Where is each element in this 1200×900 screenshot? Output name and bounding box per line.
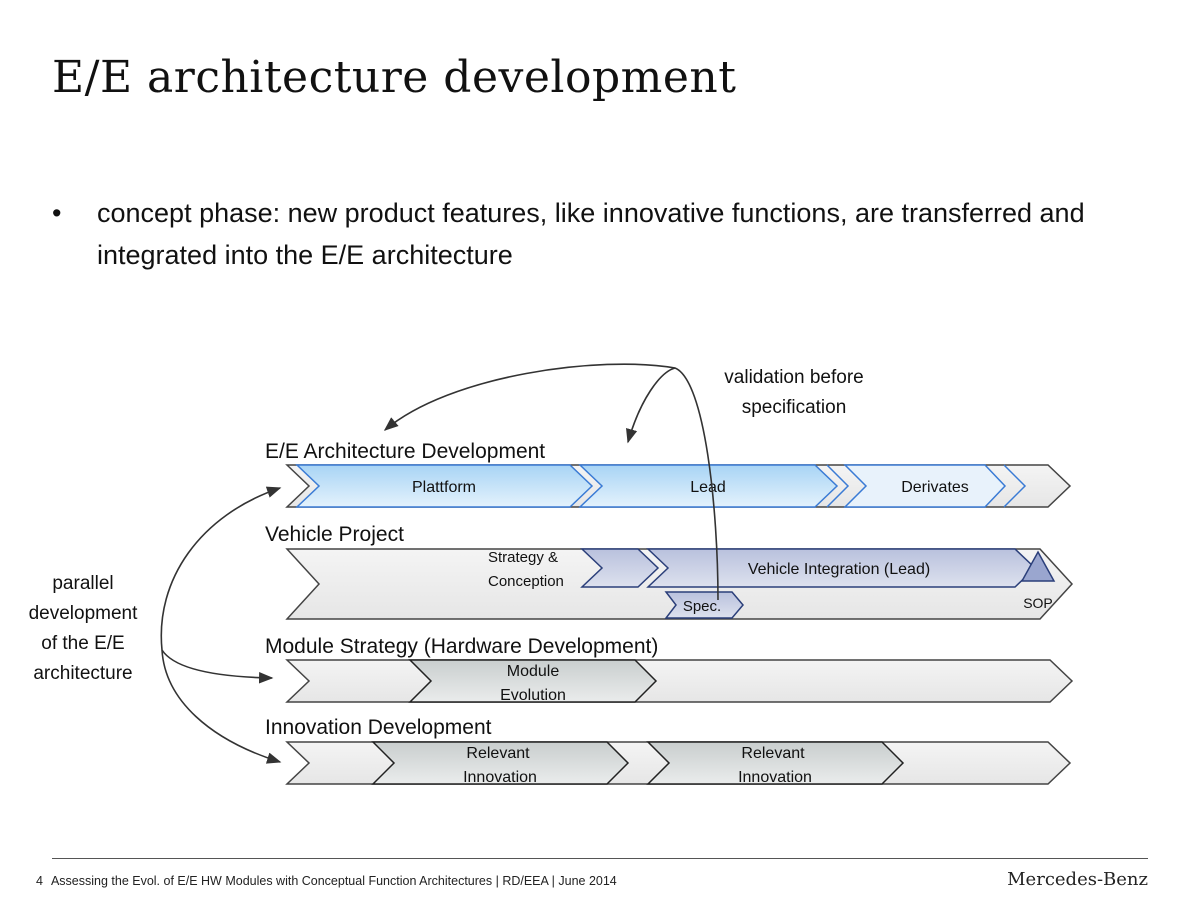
slide-title: E/E architecture development — [52, 52, 737, 103]
phase-strategy-label-1: Strategy & — [488, 549, 558, 566]
phase-vehicle-integration — [646, 548, 1037, 588]
phase-innovation-2-label-1: Relevant — [741, 745, 805, 762]
phase-spec-label: Spec. — [683, 598, 721, 615]
phase-chevron-2 — [1003, 464, 1027, 508]
lane-title-vehicle: Vehicle Project — [265, 523, 404, 546]
phase-innovation-1 — [371, 741, 630, 785]
phase-strategy-conception — [580, 548, 660, 588]
footer: 4 Assessing the Evol. of E/E HW Modules w… — [36, 874, 617, 888]
lane-title-ee: E/E Architecture Development — [265, 440, 545, 463]
bullet-dot-icon: • — [52, 198, 62, 228]
validation-label-1: validation before — [724, 367, 863, 388]
phase-plattform-label: Plattform — [412, 479, 476, 496]
sop-label: SOP — [1023, 595, 1053, 611]
validation-label-2: specification — [742, 397, 847, 418]
footer-caption: Assessing the Evol. of E/E HW Modules wi… — [50, 874, 617, 888]
lane-title-innovation: Innovation Development — [265, 716, 492, 739]
sop-milestone-icon — [1020, 550, 1056, 582]
parallel-arrow-to-innovation — [161, 649, 282, 764]
brand-logo: Mercedes-Benz — [1007, 869, 1148, 890]
phase-innovation-1-label-2: Innovation — [463, 769, 537, 786]
parallel-arrow-to-module — [161, 649, 274, 684]
phase-spec — [664, 591, 744, 619]
lane-arrow-module — [285, 659, 1074, 703]
validation-arrow-to-lead — [626, 367, 676, 444]
phase-strategy-label-2: Conception — [488, 573, 564, 590]
phase-module-label-2: Evolution — [500, 687, 566, 704]
phase-module-evolution — [408, 659, 658, 703]
parallel-arrow-to-ee — [160, 486, 282, 651]
phase-module-label-1: Module — [507, 663, 560, 680]
parallel-label-2: development — [29, 603, 139, 624]
phase-innovation-1-label-1: Relevant — [466, 745, 530, 762]
phase-chevron-1 — [826, 464, 850, 508]
page-number: 4 — [36, 874, 43, 888]
phase-lead-label: Lead — [690, 479, 726, 496]
phase-derivates-label: Derivates — [901, 479, 969, 496]
lane-title-module: Module Strategy (Hardware Development) — [265, 635, 658, 658]
phase-innovation-2 — [646, 741, 905, 785]
parallel-label-1: parallel — [52, 573, 113, 594]
phase-derivates — [843, 464, 1007, 508]
footer-divider — [52, 858, 1148, 859]
bullet-list: • concept phase: new product features, l… — [52, 192, 1112, 276]
phase-vehicle-integration-label: Vehicle Integration (Lead) — [748, 561, 930, 578]
parallel-label-4: architecture — [33, 663, 132, 684]
phase-innovation-2-label-2: Innovation — [738, 769, 812, 786]
parallel-label-3: of the E/E — [41, 633, 124, 654]
phase-plattform — [295, 464, 594, 508]
bullet-text: concept phase: new product features, lik… — [97, 198, 1085, 270]
phase-lead — [578, 464, 839, 508]
bullet-item: • concept phase: new product features, l… — [52, 192, 1112, 276]
